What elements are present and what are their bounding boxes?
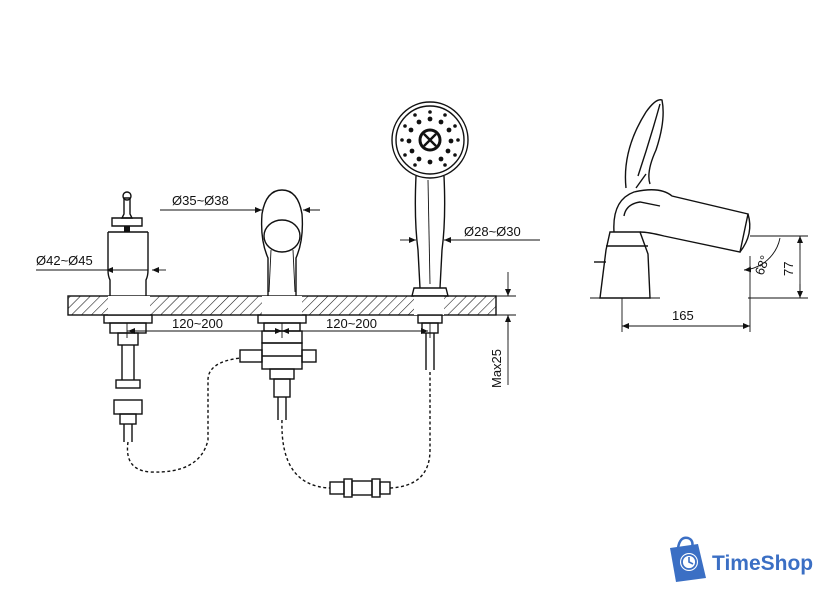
center-spout [239,189,317,420]
nozzle-pattern [400,110,460,167]
reach-label: 165 [672,308,694,323]
spacing-left-label: 120~200 [172,316,223,331]
spout-diameter-label: Ø35~Ø38 [172,193,229,208]
left-valve [103,191,153,442]
dimension-lines [36,207,540,385]
brand-name: TimeShop [712,552,813,575]
timeshop-watermark: TimeShop [670,536,813,582]
height-label: 77 [781,262,796,276]
max-thickness-label: Max25 [489,349,504,388]
deck-section [67,295,497,316]
angle-label: 68° [752,253,773,277]
shopping-bag-clock-icon [670,536,706,582]
hoses [126,357,431,498]
hand-shower [391,101,469,370]
holder-diameter-label: Ø28~Ø30 [464,224,521,239]
side-view [590,99,808,332]
lever-diameter-label: Ø42~Ø45 [36,253,93,268]
spacing-right-label: 120~200 [326,316,377,331]
